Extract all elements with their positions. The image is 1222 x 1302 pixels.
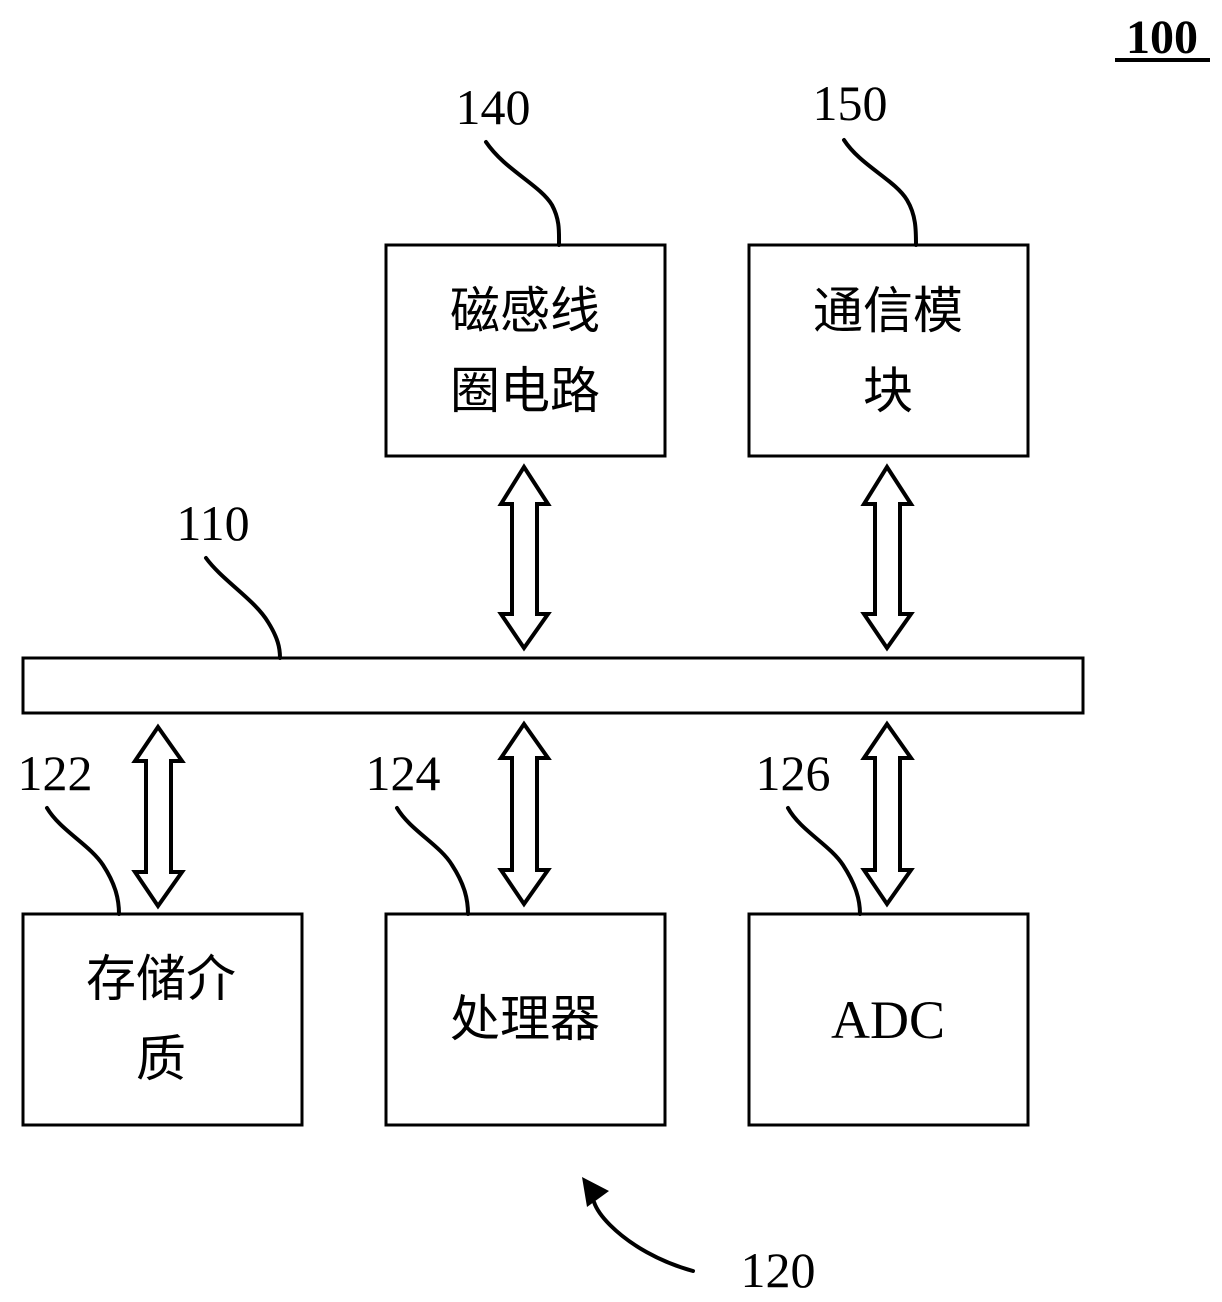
bidirectional-arrow-icon (860, 720, 915, 908)
block-box (747, 912, 1030, 1127)
bidirectional-arrow-icon (497, 720, 552, 908)
block-label-line-2: 块 (863, 362, 913, 420)
leader-line-126 (786, 806, 862, 916)
ref-label-126: 126 (756, 745, 831, 801)
group-label-120: 120 (582, 1177, 816, 1298)
leader-line-140 (484, 140, 562, 247)
block-adc: ADC 126 (747, 745, 1030, 1127)
leader-line-150 (842, 138, 918, 247)
figure-number-label: 100 (1126, 11, 1198, 64)
block-communication-module: 通信模 块 150 (747, 75, 1030, 458)
group-arrow-head-icon (582, 1177, 609, 1207)
block-label-line-2: 圈电路 (450, 362, 600, 420)
block-box (384, 912, 667, 1127)
block-box (384, 243, 667, 458)
block-label-line-1: 磁感线 (450, 282, 600, 340)
ref-label-124: 124 (366, 745, 441, 801)
leader-line-122 (45, 806, 121, 916)
block-storage-medium: 存储介 质 122 (18, 745, 304, 1127)
block-magnetic-coil-circuit: 磁感线 圈电路 140 (384, 79, 667, 458)
leader-line-110 (204, 556, 282, 660)
block-box (21, 912, 304, 1127)
ref-label-150: 150 (813, 75, 888, 131)
bidirectional-arrow-icon (497, 463, 552, 652)
figure-number-underline (1115, 58, 1210, 62)
ref-label-110: 110 (176, 495, 249, 551)
group-arrow-line (592, 1200, 695, 1273)
block-box (747, 243, 1030, 458)
ref-label-122: 122 (18, 745, 93, 801)
ref-label-120: 120 (741, 1242, 816, 1298)
block-label-line-1: 处理器 (450, 990, 600, 1048)
block-processor: 处理器 124 (366, 745, 667, 1127)
block-label-line-2: 质 (136, 1030, 186, 1088)
block-label-line-1: 存储介 (86, 950, 236, 1008)
bidirectional-arrow-icon (131, 723, 186, 910)
figure-number: 100 (1115, 11, 1210, 64)
leader-line-124 (395, 806, 470, 916)
bus-bar (21, 656, 1085, 715)
block-label-line-1: 通信模 (813, 282, 963, 340)
bus: 110 (21, 495, 1085, 715)
block-label-line-1: ADC (831, 990, 945, 1050)
ref-label-140: 140 (456, 79, 531, 135)
bidirectional-arrow-icon (860, 463, 915, 652)
